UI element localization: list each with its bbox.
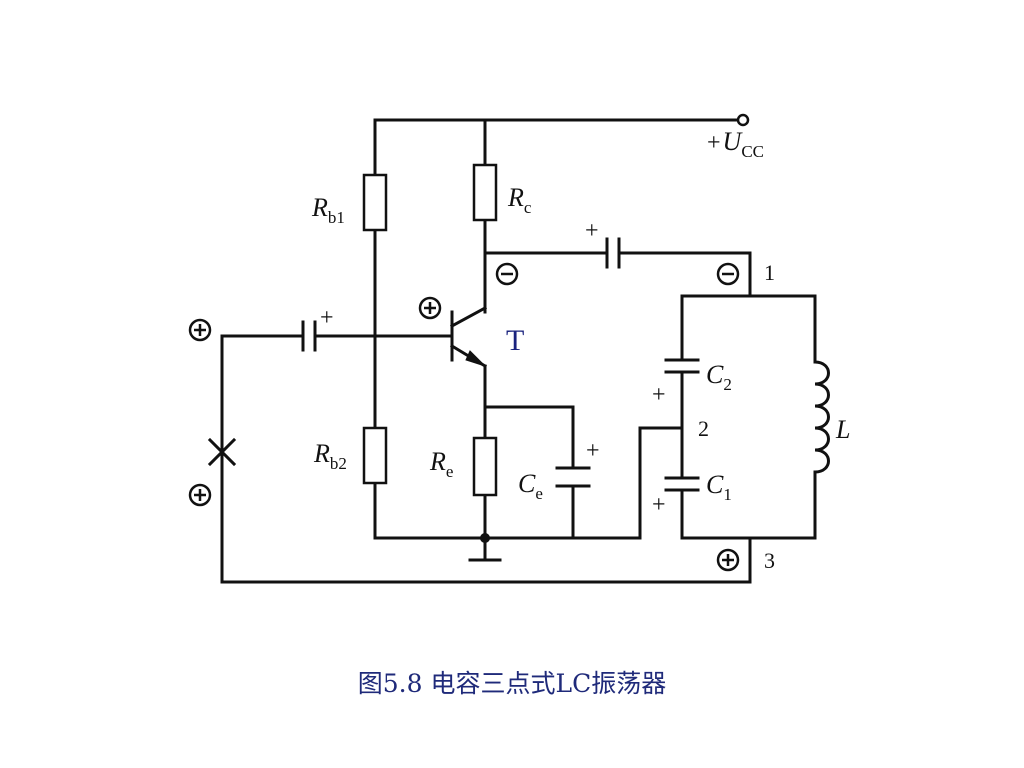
- figure-caption: 图5.8 电容三点式LC振荡器: [357, 669, 667, 698]
- plus-marker-input: [188, 318, 212, 342]
- inductor-label: L: [835, 415, 850, 444]
- capacitor-ce: [555, 466, 591, 488]
- c1-label: C1: [706, 470, 732, 504]
- ground-junction-dot: [480, 533, 490, 543]
- resistor-rc: [472, 163, 498, 222]
- plus-ce: +: [586, 438, 600, 464]
- resistor-re: [472, 436, 498, 497]
- plus-marker-node3: [716, 548, 740, 572]
- capacitor-c1: [664, 476, 700, 492]
- rb2-label: Rb2: [313, 439, 347, 473]
- break-point-x: [207, 437, 237, 467]
- plus-c1: +: [652, 492, 666, 518]
- plus-output-cap: +: [585, 218, 599, 244]
- circuit-wires: [220, 118, 817, 584]
- plus-marker-base: [418, 296, 442, 320]
- re-label: Re: [429, 447, 453, 481]
- inductor-l: [813, 360, 830, 474]
- vcc-terminal: [736, 113, 750, 127]
- node-3-label: 3: [764, 548, 775, 573]
- resistor-rb2: [362, 426, 388, 485]
- minus-marker-node1: [716, 262, 740, 286]
- minus-marker-collector: [495, 262, 519, 286]
- ucc-label: +UCC: [707, 127, 764, 161]
- rc-label: Rc: [507, 183, 532, 217]
- node-1-label: 1: [764, 260, 775, 285]
- rb1-label: Rb1: [311, 193, 345, 227]
- node-2-label: 2: [698, 416, 709, 441]
- capacitor-output-coupling: [605, 237, 621, 269]
- transistor-t: [449, 305, 488, 369]
- resistor-rb1: [362, 173, 388, 232]
- plus-c2: +: [652, 382, 666, 408]
- capacitor-input-coupling: [301, 320, 317, 352]
- ce-label: Ce: [518, 469, 543, 503]
- transistor-label: T: [506, 324, 524, 357]
- c2-label: C2: [706, 360, 732, 394]
- plus-input-cap: +: [320, 305, 334, 331]
- plus-marker-feedback: [188, 483, 212, 507]
- capacitor-c2: [664, 358, 700, 374]
